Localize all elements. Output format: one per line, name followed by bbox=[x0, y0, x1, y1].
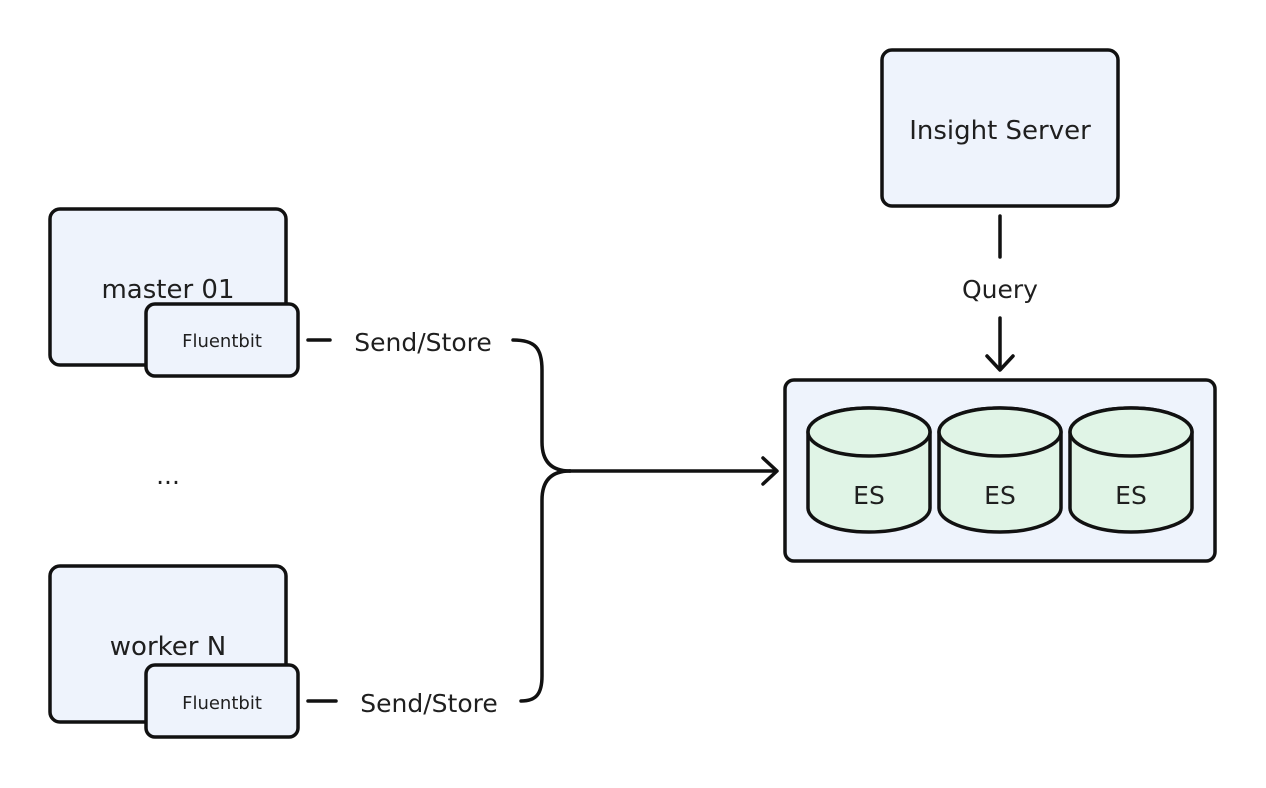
es-db-3-top bbox=[1068, 406, 1194, 458]
es-cluster: ES ES ES bbox=[783, 378, 1217, 563]
insight-server-label: Insight Server bbox=[909, 116, 1091, 146]
es-db-1-label: ES bbox=[853, 481, 885, 510]
worker-fluentbit-label: Fluentbit bbox=[182, 693, 262, 714]
es-db-2-top bbox=[937, 406, 1063, 458]
worker-fluentbit-agent: Fluentbit bbox=[144, 663, 300, 739]
query-arrowhead bbox=[985, 354, 1015, 372]
master-send-store-label: Send/Store bbox=[354, 328, 491, 357]
es-db-2: ES bbox=[937, 406, 1063, 534]
worker-merge-curve bbox=[519, 469, 572, 703]
insight-server-box bbox=[880, 48, 1120, 208]
master-fluentbit-agent: Fluentbit bbox=[144, 302, 300, 378]
master-merge-curve bbox=[511, 338, 572, 473]
insight-server-node: Insight Server bbox=[880, 48, 1120, 208]
es-db-1: ES bbox=[806, 406, 932, 534]
master-fluentbit-label: Fluentbit bbox=[182, 331, 262, 352]
worker-node-label: worker N bbox=[110, 632, 226, 662]
es-db-1-top bbox=[806, 406, 932, 458]
nodes-ellipsis: ... bbox=[156, 461, 180, 490]
master-node-label: master 01 bbox=[101, 275, 234, 305]
master-fluentbit-box bbox=[144, 302, 300, 378]
worker-fluentbit-box bbox=[144, 663, 300, 739]
es-db-3: ES bbox=[1068, 406, 1194, 534]
worker-send-store-label: Send/Store bbox=[360, 689, 497, 718]
query-label: Query bbox=[962, 275, 1038, 304]
es-db-3-label: ES bbox=[1115, 481, 1147, 510]
es-db-2-label: ES bbox=[984, 481, 1016, 510]
send-store-arrowhead bbox=[761, 456, 779, 486]
